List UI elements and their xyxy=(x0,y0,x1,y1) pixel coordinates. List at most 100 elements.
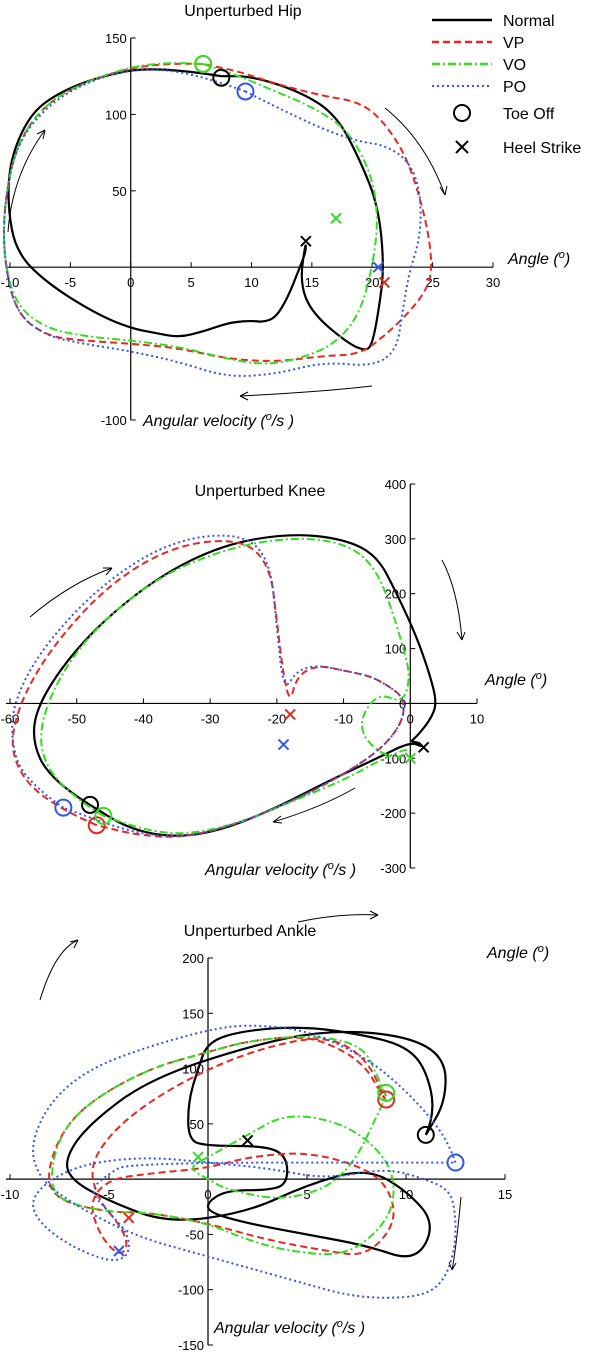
x-tick-label: 15 xyxy=(305,275,319,290)
x-tick-label: 30 xyxy=(486,275,500,290)
heel-strike-marker-vo xyxy=(404,752,416,764)
series-line-normal xyxy=(32,534,437,837)
toe-off-marker-normal xyxy=(81,795,100,814)
toe-off-marker-vp xyxy=(87,816,106,835)
x-tick-label: -50 xyxy=(67,711,86,726)
hip-title: Unperturbed Hip xyxy=(184,3,302,20)
hip-flow-arrow-right-head xyxy=(439,185,448,196)
ankle-flow-arrow-right xyxy=(451,1196,462,1271)
toe-off-marker-normal xyxy=(416,1125,435,1144)
heel-strike-marker-vp xyxy=(378,276,391,289)
ankle-flow-arrow-right-head xyxy=(448,1261,457,1271)
y-tick-label: 50 xyxy=(112,184,126,199)
heel-strike-marker-po xyxy=(277,738,290,751)
series-line-po xyxy=(11,534,405,837)
x-tick-label: -5 xyxy=(103,1187,115,1202)
hip-flow-arrow-left xyxy=(7,129,46,233)
x-tick-label: -10 xyxy=(1,1187,20,1202)
series-line-vo xyxy=(51,1035,395,1256)
legend-label-po: PO xyxy=(503,79,526,96)
series-line-vp xyxy=(11,540,405,838)
knee-xlabel: Angle (o) xyxy=(484,670,547,689)
legend-toe-off-marker xyxy=(453,104,471,122)
y-tick-label: -200 xyxy=(380,806,406,821)
heel-strike-marker-po xyxy=(372,261,384,273)
series-line-vo xyxy=(3,62,378,365)
toe-off-marker-po xyxy=(54,798,73,817)
y-tick-label: 300 xyxy=(385,532,407,547)
toe-off-marker-normal xyxy=(212,68,231,87)
heel-strike-marker-normal xyxy=(417,741,430,754)
y-tick-label: 400 xyxy=(385,477,407,492)
knee-flow-arrow-right-head xyxy=(456,631,466,641)
y-tick-label: -150 xyxy=(178,1338,204,1353)
ankle-ylabel: Angular velocity (o/s ) xyxy=(213,1318,365,1337)
knee-flow-arrow-right xyxy=(441,559,463,641)
heel-strike-marker-vp xyxy=(123,1212,135,1224)
hip-ylabel: Angular velocity (o/s ) xyxy=(142,411,294,430)
toe-off-marker-vp xyxy=(377,1090,396,1109)
x-tick-label: 0 xyxy=(407,711,414,726)
y-tick-label: 200 xyxy=(385,587,407,602)
ankle-title: Unperturbed Ankle xyxy=(184,923,317,940)
y-tick-label: -100 xyxy=(178,1283,204,1298)
x-tick-label: 15 xyxy=(498,1187,512,1202)
x-tick-label: 10 xyxy=(470,711,484,726)
legend-heel-strike-marker xyxy=(455,140,469,154)
y-tick-label: 150 xyxy=(105,31,127,46)
knee-flow-arrow-left xyxy=(29,567,113,618)
ankle-flow-arrow-left-head xyxy=(69,939,79,949)
x-tick-label: 0 xyxy=(204,1187,211,1202)
toe-off-marker-po xyxy=(236,82,255,101)
hip-flow-arrow-left-head xyxy=(36,129,46,140)
knee-title: Unperturbed Knee xyxy=(195,483,326,500)
hip-flow-arrow-bottom-head xyxy=(239,391,249,401)
x-tick-label: 0 xyxy=(127,275,134,290)
hip-flow-arrow-bottom xyxy=(239,385,373,397)
legend-label-normal: Normal xyxy=(503,13,555,30)
knee-flow-arrow-bottom-head xyxy=(272,815,283,824)
x-tick-label: -40 xyxy=(134,711,153,726)
series-line-normal xyxy=(66,1026,447,1258)
hip-flow-arrow-right xyxy=(384,107,446,196)
toe-off-marker-po xyxy=(446,1153,465,1172)
y-tick-label: -100 xyxy=(101,413,127,428)
ankle-xlabel: Angle (o) xyxy=(486,943,549,962)
x-tick-label: -5 xyxy=(65,275,77,290)
heel-strike-marker-normal xyxy=(300,235,312,247)
ankle-flow-arrow-left xyxy=(39,939,79,1001)
toe-off-marker-vo xyxy=(194,54,213,73)
knee-flow-arrow-bottom xyxy=(272,787,356,823)
heel-strike-marker-vo xyxy=(192,1151,204,1163)
x-tick-label: 5 xyxy=(188,275,195,290)
x-tick-label: -10 xyxy=(334,711,353,726)
series-line-po xyxy=(3,68,422,377)
heel-strike-marker-normal xyxy=(241,1134,254,1147)
knee-flow-arrow-left-head xyxy=(103,567,113,576)
y-tick-label: 100 xyxy=(105,107,127,122)
toe-off-marker-vo xyxy=(94,806,113,825)
hip-xlabel: Angle (o) xyxy=(507,249,570,268)
x-tick-label: -30 xyxy=(201,711,220,726)
heel-strike-marker-vp xyxy=(284,708,296,721)
series-line-vp xyxy=(3,62,433,362)
knee-ylabel: Angular velocity (o/s ) xyxy=(204,860,356,879)
x-tick-label: 5 xyxy=(303,1187,310,1202)
y-tick-label: 50 xyxy=(190,1117,204,1132)
toe-off-marker-vo xyxy=(377,1083,396,1102)
x-tick-label: -20 xyxy=(267,711,286,726)
y-tick-label: 150 xyxy=(182,1006,204,1021)
series-line-po xyxy=(32,1024,457,1299)
legend-label-heel-strike: Heel Strike xyxy=(503,140,581,157)
x-tick-label: 20 xyxy=(365,275,379,290)
legend-label-toe-off: Toe Off xyxy=(503,106,555,123)
x-tick-label: 10 xyxy=(244,275,258,290)
legend-label-vo: VO xyxy=(503,57,526,74)
legend-label-vp: VP xyxy=(503,35,524,52)
